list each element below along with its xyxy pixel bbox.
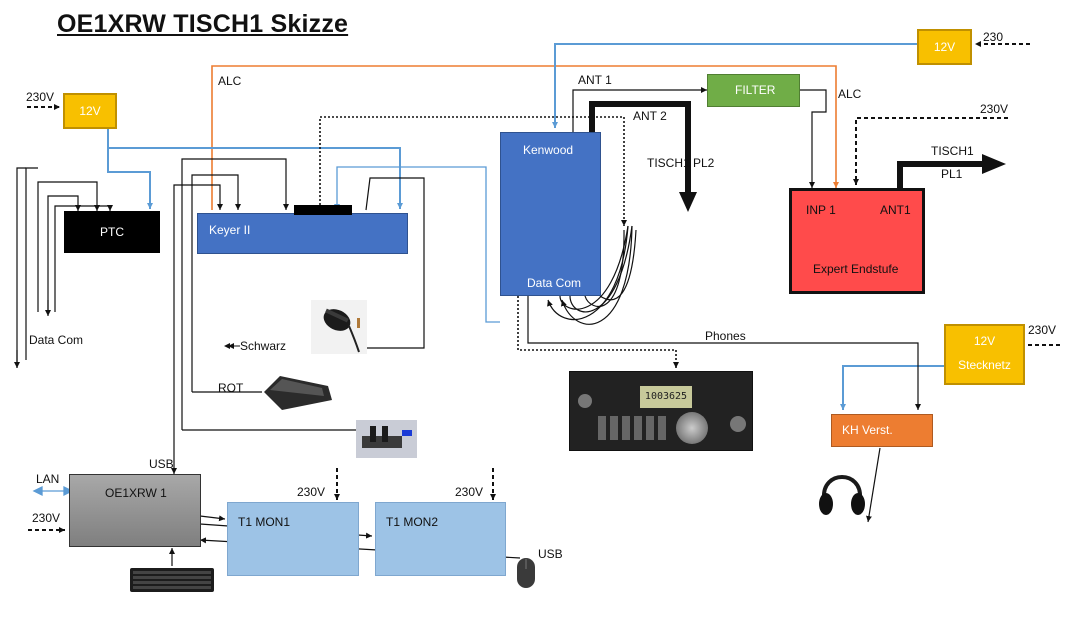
keyer-port bbox=[294, 205, 352, 215]
dc-power-lines bbox=[107, 43, 945, 410]
mains-amp-label: 230V bbox=[980, 102, 1009, 116]
pl1-label: PL1 bbox=[941, 167, 963, 181]
lan-label: LAN bbox=[36, 472, 60, 486]
ptc-device: PTC bbox=[64, 211, 160, 253]
dotted-wires bbox=[319, 116, 679, 368]
monitor-2: T1 MON2 bbox=[375, 502, 506, 576]
foot-pedal-image bbox=[264, 376, 332, 410]
radio-frequency: 1003625 bbox=[644, 391, 688, 402]
mains-mon2-label: 230V bbox=[455, 485, 484, 499]
headphone-amp: KH Verst. bbox=[831, 414, 933, 447]
radio-vfo-knob bbox=[676, 412, 708, 444]
alc-left-label: ALC bbox=[218, 74, 242, 88]
mains-top-label: 230 bbox=[983, 30, 1004, 44]
schwarz-pointer bbox=[224, 343, 240, 349]
mains-mon1-label: 230V bbox=[297, 485, 326, 499]
monitor-1-label: T1 MON1 bbox=[238, 515, 291, 529]
psu-stecknetz: 12V Stecknetz bbox=[944, 324, 1025, 385]
keyer-device: Keyer II bbox=[197, 213, 408, 254]
usb-com-line bbox=[32, 166, 500, 497]
psu-12v-left: 12V bbox=[63, 93, 117, 129]
stecknetz-voltage: 12V bbox=[973, 334, 996, 348]
amplifier-device: INP 1 ANT1 Expert Endstufe bbox=[789, 188, 925, 294]
monitor-2-label: T1 MON2 bbox=[386, 515, 439, 529]
alc-line bbox=[211, 65, 839, 210]
amp-input-label: INP 1 bbox=[806, 203, 836, 217]
psu-left-label: 12V bbox=[79, 104, 101, 118]
amp-ant-label: ANT1 bbox=[880, 203, 911, 217]
radio-photo: 1003625 bbox=[569, 371, 753, 451]
headphones-image bbox=[819, 475, 865, 515]
tisch1-arrowhead bbox=[982, 154, 1006, 174]
phones-label: Phones bbox=[705, 329, 746, 343]
rot-label: ROT bbox=[218, 381, 244, 395]
data-com-left-label: Data Com bbox=[29, 333, 84, 347]
radio-knob-right bbox=[730, 416, 746, 432]
psu-top-label: 12V bbox=[933, 40, 956, 54]
pc-label: OE1XRW 1 bbox=[105, 486, 167, 500]
kenwood-data-com: Data Com bbox=[527, 276, 582, 290]
schwarz-label: Schwarz bbox=[240, 339, 287, 353]
mains-stecknetz-label: 230V bbox=[1028, 323, 1057, 337]
monitor-1: T1 MON1 bbox=[227, 502, 359, 576]
amp-name-label: Expert Endstufe bbox=[813, 262, 899, 276]
filter-label: FILTER bbox=[735, 83, 776, 97]
usb-mouse-label: USB bbox=[538, 547, 563, 561]
kenwood-radio: Kenwood Data Com bbox=[500, 132, 601, 296]
keyer-label: Keyer II bbox=[209, 223, 251, 237]
psu-12v-top-right: 12V bbox=[917, 29, 972, 65]
stecknetz-name: Stecknetz bbox=[958, 358, 1011, 372]
radio-buttons bbox=[598, 416, 668, 440]
filter-device: FILTER bbox=[707, 74, 800, 107]
kenwood-label: Kenwood bbox=[523, 143, 574, 157]
paddle-key-image bbox=[356, 420, 417, 458]
mains-left-label: 230V bbox=[26, 90, 55, 104]
page-title: OE1XRW TISCH1 Skizze bbox=[57, 10, 349, 38]
keyboard-image bbox=[130, 568, 214, 592]
microphone-image bbox=[311, 300, 367, 354]
tisch1-pl2-label: TISCH1 PL2 bbox=[647, 156, 715, 170]
ant2-label: ANT 2 bbox=[633, 109, 667, 123]
mains-pc-label: 230V bbox=[32, 511, 61, 525]
usb-top-label: USB bbox=[149, 457, 174, 471]
radio-knob-left bbox=[578, 394, 592, 408]
ant2-arrowhead bbox=[679, 192, 697, 212]
radio-lcd: 1003625 bbox=[640, 386, 692, 408]
ant1-label: ANT 1 bbox=[578, 73, 612, 87]
alc-right-label: ALC bbox=[838, 87, 862, 101]
headphone-amp-label: KH Verst. bbox=[842, 423, 893, 437]
tisch1-right-label: TISCH1 bbox=[931, 144, 974, 158]
mains-feeds bbox=[27, 41, 1060, 533]
antenna-feeds bbox=[589, 101, 986, 196]
mouse-image bbox=[517, 558, 535, 588]
ptc-label: PTC bbox=[100, 225, 124, 239]
pc-device: OE1XRW 1 bbox=[69, 474, 201, 547]
